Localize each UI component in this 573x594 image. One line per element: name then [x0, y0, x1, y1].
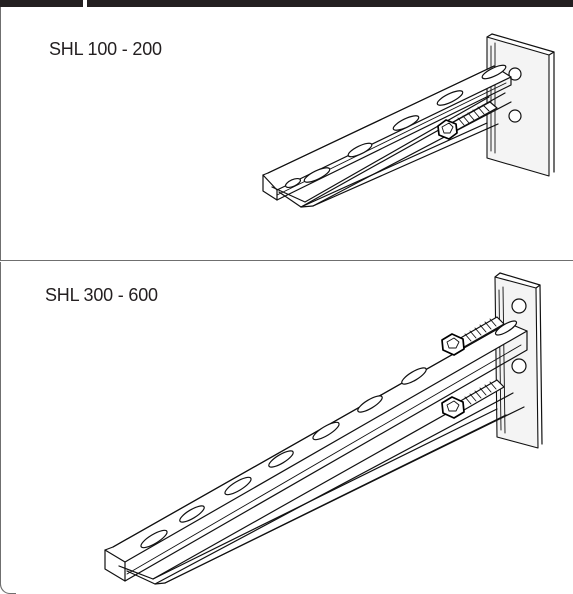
large-bracket-drawing [104, 272, 543, 585]
shl-100-200-label: SHL 100 - 200 [49, 39, 162, 59]
shl-300-600-panel: SHL 300 - 600 [0, 262, 573, 594]
shl-100-200-panel: SHL 100 - 200 [0, 7, 573, 261]
shl-300-600-label: SHL 300 - 600 [45, 285, 158, 305]
large-upper-bolt [441, 316, 505, 356]
top-bar-separator [83, 0, 87, 7]
large-bracket-slots [140, 320, 518, 549]
small-bracket-drawing [262, 33, 555, 208]
large-lower-bolt [441, 379, 505, 419]
small-bolt [437, 101, 498, 140]
small-bracket-slots [284, 64, 507, 189]
small-cantilever-bracket-icon [262, 33, 555, 208]
top-dark-bar [0, 0, 573, 7]
large-cantilever-bracket-icon [104, 272, 543, 585]
